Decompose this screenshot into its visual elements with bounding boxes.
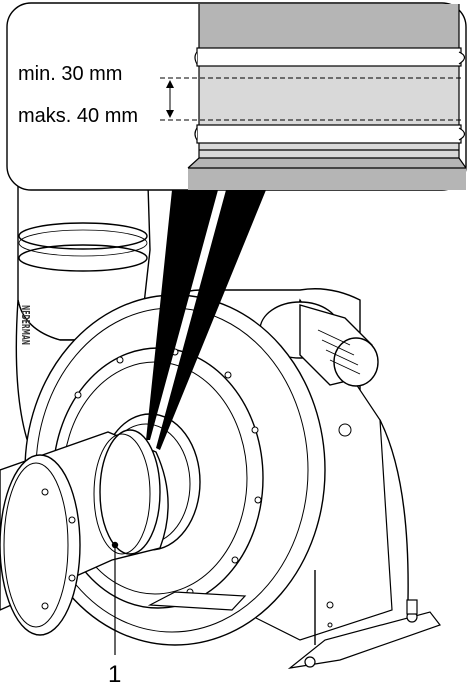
dimension-lines (160, 77, 461, 121)
max-dimension-label: maks. 40 mm (18, 105, 138, 127)
brand-logo: NEDERMAN (19, 305, 32, 345)
detail-inset: min. 30 mm maks. 40 mm (6, 2, 467, 191)
outlet-clamp-ring-top (18, 222, 148, 250)
outlet-clamp-ring-bottom (18, 244, 148, 272)
part-callout-1: 1 (108, 547, 121, 688)
callout-number: 1 (108, 661, 121, 688)
detail-duct-section (187, 4, 467, 190)
mounting-feet (147, 591, 441, 669)
flange-bolts (74, 348, 262, 596)
detail-callout-beams (146, 190, 266, 450)
fan-assembly (0, 184, 441, 669)
clamp-band-bottom (196, 124, 462, 144)
min-dimension-label: min. 30 mm (18, 63, 122, 85)
clamp-band-top (196, 47, 462, 67)
duct-flange (0, 454, 81, 636)
inlet-clamp-ring (99, 429, 161, 555)
brand-logo-text: NEDERMAN (19, 305, 32, 345)
